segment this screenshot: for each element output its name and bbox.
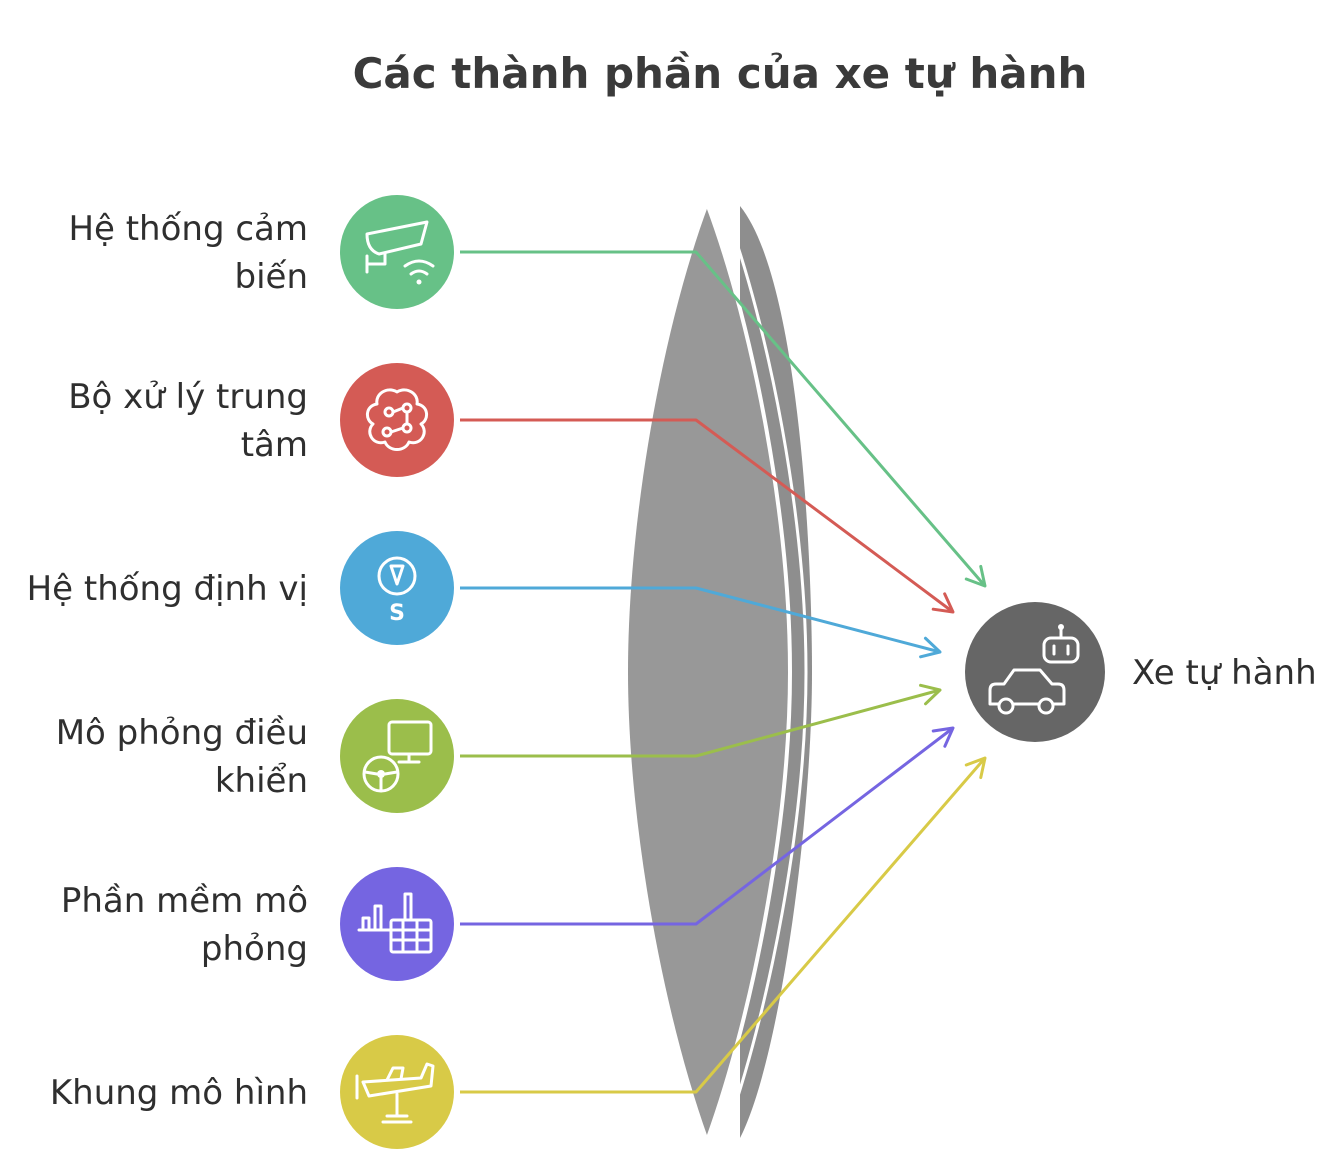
lens-body <box>628 206 790 1138</box>
component-icon-circle <box>340 867 454 981</box>
arrowhead <box>964 564 987 588</box>
arrowhead <box>931 592 955 614</box>
connector-line <box>460 586 941 654</box>
component-label: tâm <box>241 425 308 465</box>
component-label: Mô phỏng điều <box>56 713 308 753</box>
page-title: Các thành phần của xe tự hành <box>353 49 1088 98</box>
connector-line <box>460 688 941 758</box>
connector-lines <box>460 250 987 1094</box>
steering-wheel-monitor-icon <box>362 720 433 793</box>
brain-circuit-icon <box>366 388 428 451</box>
component-label: Khung mô hình <box>50 1073 308 1113</box>
airplane-model-icon <box>355 1062 435 1124</box>
component-item: Mô phỏng điều khiển <box>56 699 454 813</box>
car-robot-icon <box>988 624 1080 715</box>
target-label: Xe tự hành <box>1132 653 1317 693</box>
component-label: Hệ thống cảm <box>68 209 308 249</box>
target-node: Xe tự hành <box>965 602 1317 742</box>
target-circle <box>965 602 1105 742</box>
component-icon-circle <box>340 531 454 645</box>
component-icon-circle <box>340 195 454 309</box>
connector-line <box>460 418 954 614</box>
component-label: khiển <box>215 761 308 801</box>
connector-line <box>460 250 987 587</box>
arrowhead <box>919 636 942 659</box>
component-label: phỏng <box>201 929 308 969</box>
chart-table-icon <box>357 892 433 954</box>
lens-rim <box>706 205 793 1139</box>
connector-line <box>460 726 954 926</box>
compass-icon: S <box>377 556 417 626</box>
component-label: Hệ thống định vị <box>27 569 308 609</box>
component-item: Hệ thống định vị S <box>27 531 454 645</box>
arrowhead <box>919 683 942 706</box>
component-list: Hệ thống cảm biến Bộ xử lý trung tâm Hệ thốn… <box>27 195 454 1149</box>
component-item: Bộ xử lý trung tâm <box>68 363 454 477</box>
component-label: biến <box>235 257 309 297</box>
connector-line <box>460 757 987 1094</box>
arrowhead <box>964 756 987 780</box>
component-item: Hệ thống cảm biến <box>68 195 454 309</box>
component-label: Phần mềm mô <box>61 881 308 921</box>
convergence-lens <box>628 205 812 1139</box>
component-icon-circle <box>340 699 454 813</box>
arrowhead <box>931 726 955 748</box>
component-item: Phần mềm mô phỏng <box>61 867 454 981</box>
lens-rim-outer <box>722 205 808 1139</box>
security-camera-wifi-icon <box>365 220 435 285</box>
svg-text:S: S <box>389 601 405 626</box>
component-label: Bộ xử lý trung <box>68 377 308 417</box>
component-icon-circle <box>340 363 454 477</box>
component-item: Khung mô hình <box>50 1035 454 1149</box>
